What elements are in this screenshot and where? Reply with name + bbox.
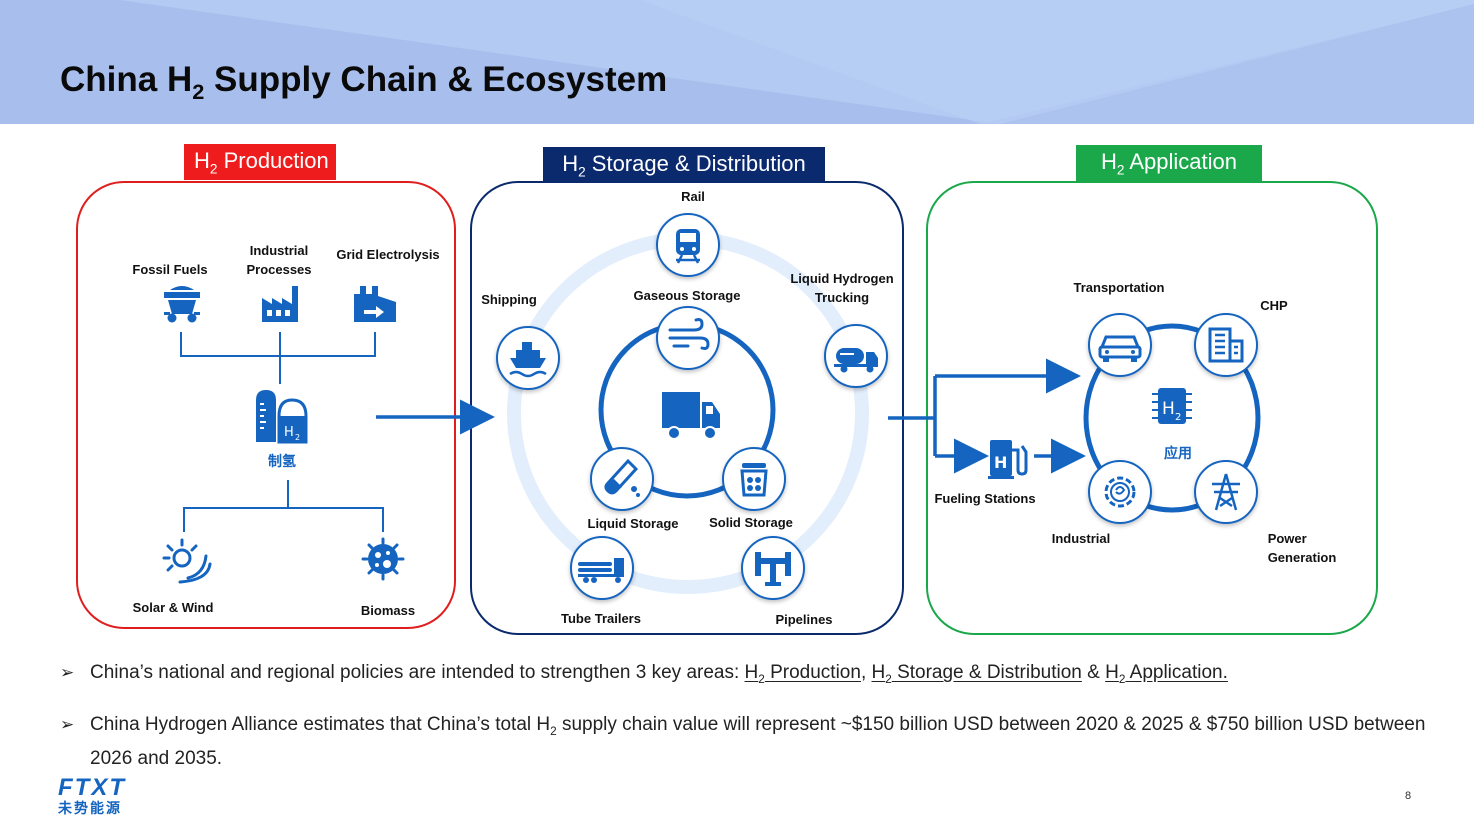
page-title: China H2 Supply Chain & Ecosystem [60, 60, 668, 104]
pipeline-icon [755, 552, 791, 586]
bullet-market-value: ➢ China Hydrogen Alliance estimates that… [60, 711, 1440, 772]
shipping-node [496, 326, 560, 390]
outer-tube-trailers-label: Tube Trailers [561, 611, 641, 626]
svg-text:2: 2 [295, 433, 300, 442]
liquid-storage-node [590, 447, 654, 511]
application-label: H2 Application [1076, 145, 1262, 181]
bullet-arrow-icon: ➢ [60, 715, 75, 734]
coal-cart-icon [164, 286, 200, 323]
tanker-truck-icon [834, 348, 878, 373]
ship-icon [509, 342, 547, 378]
renewable-biomass-label: Biomass [360, 603, 416, 618]
gear-icon [1104, 476, 1136, 508]
svg-text:H: H [1162, 399, 1175, 419]
renewable-solar-wind-label: Solar & Wind [132, 600, 214, 615]
test-tube-icon [604, 458, 640, 497]
storage-label: H2 Storage & Distribution [543, 147, 825, 183]
solid-storage-node [722, 447, 786, 511]
hydrogen-chip-icon: H 2 [1152, 388, 1192, 424]
application-center-label: 应用 [1164, 445, 1192, 461]
tube-trailers-node [570, 536, 634, 600]
transportation-node [1088, 313, 1152, 377]
fueling-station-icon: H [988, 440, 1028, 479]
power-generation-node [1194, 460, 1258, 524]
header-band [0, 0, 1474, 124]
solid-canister-icon [740, 463, 768, 497]
page-number: 8 [1405, 790, 1412, 802]
outer-lh2-trucking-label: Liquid Hydrogen Trucking [790, 271, 894, 305]
logo-chinese: 未势能源 [58, 800, 122, 816]
inner-liquid-storage-label: Liquid Storage [587, 516, 679, 531]
delivery-truck-icon [662, 392, 720, 440]
sun-wind-icon [162, 538, 212, 584]
svg-text:2: 2 [1175, 412, 1181, 423]
hydrogen-tank-icon: H 2 [256, 390, 308, 444]
factory-icon [262, 286, 298, 322]
logo-latin: FTXT [58, 774, 126, 801]
outer-rail-label: Rail [681, 189, 705, 204]
building-icon [1208, 327, 1244, 363]
app-transportation-label: Transportation [1073, 280, 1165, 295]
grid-electrolysis-icon [354, 286, 396, 322]
source-grid-electrolysis-label: Grid Electrolysis [336, 247, 440, 262]
industrial-node [1088, 460, 1152, 524]
source-fossil-fuels-label: Fossil Fuels [132, 262, 208, 277]
production-label: H2 Production [184, 144, 336, 180]
lh2-trucking-node [824, 324, 888, 388]
app-industrial-label: Industrial [1051, 531, 1111, 546]
app-fueling-stations-label: Fueling Stations [934, 491, 1036, 506]
rail-node [656, 213, 720, 277]
car-icon [1098, 335, 1142, 362]
wind-gas-icon [668, 318, 710, 350]
bullet-policies: ➢ China’s national and regional policies… [60, 659, 1440, 693]
svg-text:H: H [284, 425, 294, 440]
production-center-label: 制氢 [268, 453, 296, 469]
inner-solid-storage-label: Solid Storage [709, 515, 793, 530]
pipelines-node [741, 536, 805, 600]
biomass-icon [361, 537, 405, 581]
tube-trailer-icon [578, 558, 624, 583]
gaseous-storage-node [656, 306, 720, 370]
source-industrial-processes-label: Industrial Processes [246, 243, 312, 277]
production-panel [76, 181, 456, 629]
bullet-arrow-icon: ➢ [60, 663, 75, 682]
app-power-generation-label: Power Generation [1267, 531, 1337, 565]
train-icon [676, 229, 700, 264]
ftxt-logo: FTXT 未势能源 [58, 774, 126, 817]
app-chp-label: CHP [1260, 298, 1288, 313]
outer-pipelines-label: Pipelines [775, 612, 833, 627]
power-tower-icon [1212, 473, 1240, 511]
application-panel [926, 181, 1378, 635]
svg-text:H: H [994, 453, 1007, 472]
inner-gaseous-storage-label: Gaseous Storage [633, 288, 741, 303]
outer-shipping-label: Shipping [481, 292, 537, 307]
chp-node [1194, 313, 1258, 377]
